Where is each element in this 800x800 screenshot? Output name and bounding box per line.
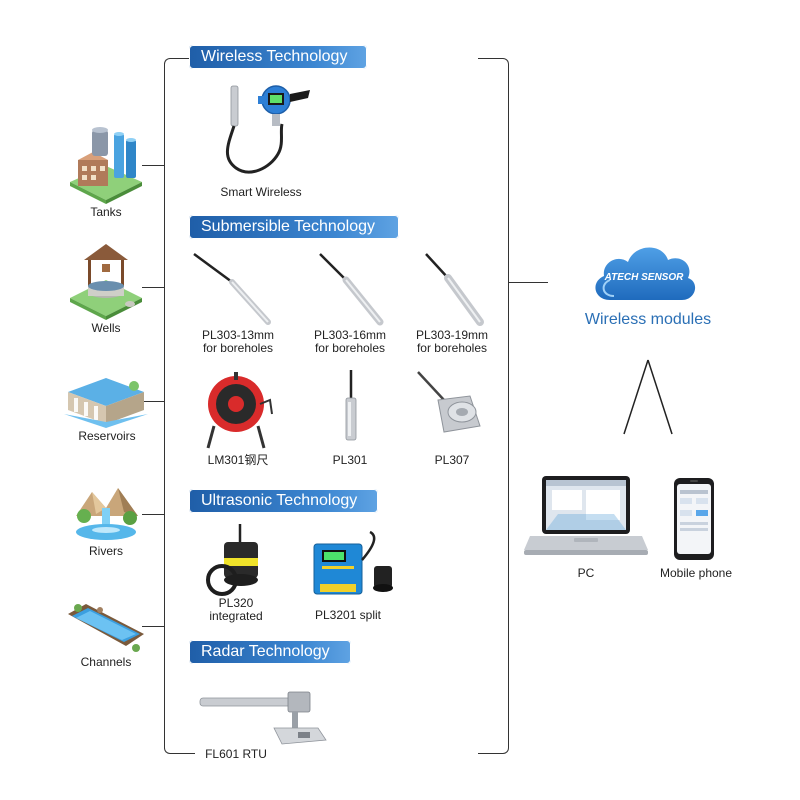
connector-rivers xyxy=(142,514,165,515)
smart-wireless-label: Smart Wireless xyxy=(220,185,302,199)
pl303-16-label: PL303-16mm for boreholes xyxy=(300,329,400,355)
pl303-19-label: PL303-19mm for boreholes xyxy=(402,329,502,355)
pl303-16-desc: for boreholes xyxy=(314,341,386,355)
connector-wells xyxy=(142,287,165,288)
pc-label: PC xyxy=(577,566,595,580)
lm301-icon xyxy=(206,372,273,449)
pl303-16-icon xyxy=(319,253,384,326)
pl3201-label: PL3201 split xyxy=(314,608,382,622)
reservoirs-label: Reservoirs xyxy=(78,429,136,443)
wells-label: Wells xyxy=(91,321,121,335)
ultrasonic-heading: Ultrasonic Technology xyxy=(189,489,378,513)
fl601-icon xyxy=(199,691,327,745)
pl303-13-desc: for boreholes xyxy=(202,341,274,355)
cloud-icon xyxy=(595,247,696,300)
network-lines xyxy=(623,359,673,435)
lm301-label: LM301钢尺 xyxy=(207,453,269,467)
right-bracket xyxy=(478,58,509,754)
rivers-icon xyxy=(76,488,138,540)
pl320-icon xyxy=(206,524,258,596)
channels-icon xyxy=(68,604,144,652)
radar-heading: Radar Technology xyxy=(189,640,351,664)
tanks-label: Tanks xyxy=(90,205,122,219)
pl303-16-name: PL303-16mm xyxy=(313,328,387,342)
pl303-19-name: PL303-19mm xyxy=(415,328,489,342)
connector-tanks xyxy=(142,165,165,166)
mobile-label: Mobile phone xyxy=(659,566,733,580)
connector-channels xyxy=(142,626,165,627)
connector-reservoirs xyxy=(142,401,165,402)
fl601-label: FL601 RTU xyxy=(205,747,267,761)
connector-cloud xyxy=(508,282,548,283)
laptop-icon xyxy=(524,476,648,555)
pl303-19-icon xyxy=(425,253,484,326)
rivers-label: Rivers xyxy=(88,544,123,558)
wireless-heading: Wireless Technology xyxy=(189,45,367,69)
pl303-19-desc: for boreholes xyxy=(416,341,488,355)
reservoirs-icon xyxy=(64,378,148,428)
pl303-13-icon xyxy=(193,252,271,325)
submersible-heading: Submersible Technology xyxy=(189,215,399,239)
smart-wireless-icon xyxy=(226,85,310,174)
pl307-icon xyxy=(417,371,481,433)
wells-icon xyxy=(70,244,142,320)
channels-label: Channels xyxy=(80,655,132,669)
cloud-brand: ATECH SENSOR xyxy=(604,272,684,283)
pl320-label: PL320 integrated xyxy=(186,597,286,623)
pl301-label: PL301 xyxy=(332,453,368,467)
pl320-desc: integrated xyxy=(209,609,263,623)
left-bracket xyxy=(164,58,195,754)
pl303-13-name: PL303-13mm xyxy=(201,328,275,342)
pl3201-icon xyxy=(313,530,393,595)
pl320-name: PL320 xyxy=(218,596,254,610)
pl307-label: PL307 xyxy=(434,453,470,467)
cloud-label: Wireless modules xyxy=(584,311,712,328)
pl301-icon xyxy=(345,370,357,441)
tanks-icon xyxy=(70,127,142,204)
phone-icon xyxy=(674,478,714,560)
pl303-13-label: PL303-13mm for boreholes xyxy=(188,329,288,355)
